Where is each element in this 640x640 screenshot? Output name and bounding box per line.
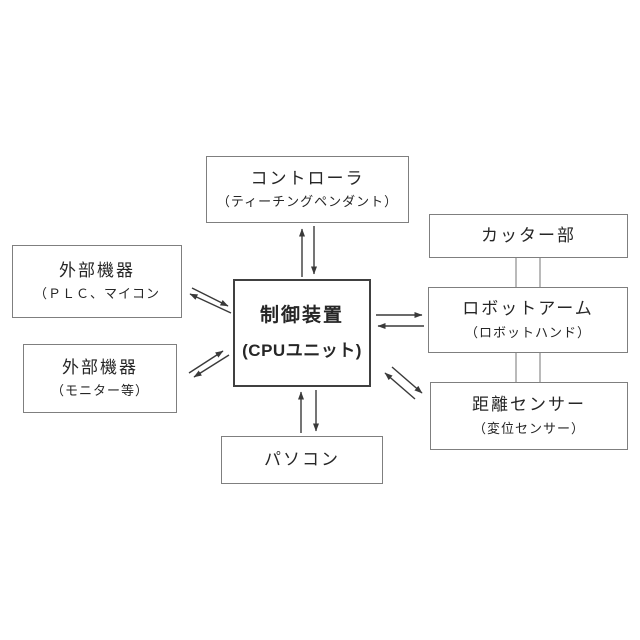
arrow-plc-to-cpu xyxy=(191,287,229,307)
cpu-unit-title: 制御装置 xyxy=(259,305,344,327)
arrow-monitor-to-cpu xyxy=(188,350,224,374)
distance-sensor-title: 距離センサー xyxy=(472,395,586,415)
robot-arm-subtitle: （ロボットハンド） xyxy=(464,324,591,340)
external-monitor-title: 外部機器 xyxy=(62,357,138,377)
external-monitor-box: 外部機器 （モニター等） xyxy=(23,344,177,413)
robot-arm-title: ロボットアーム xyxy=(462,299,594,319)
external-monitor-subtitle: （モニター等） xyxy=(50,383,149,399)
arrow-sensor-to-cpu xyxy=(384,372,416,400)
pc-box: パソコン xyxy=(221,436,383,484)
cutter-box: カッター部 xyxy=(429,214,628,258)
controller-subtitle: （ティーチングペンダント） xyxy=(216,194,399,210)
controller-box: コントローラ （ティーチングペンダント） xyxy=(206,156,409,223)
external-plc-subtitle: （ＰＬＣ、マイコン xyxy=(33,286,160,302)
robot-arm-box: ロボットアーム （ロボットハンド） xyxy=(428,287,628,353)
distance-sensor-box: 距離センサー （変位センサー） xyxy=(430,382,628,450)
cpu-unit-box: 制御装置 (CPUユニット) xyxy=(233,279,371,387)
external-plc-title: 外部機器 xyxy=(59,260,135,280)
external-plc-box: 外部機器 （ＰＬＣ、マイコン xyxy=(12,245,182,318)
arrow-cpu-to-monitor xyxy=(193,354,230,378)
distance-sensor-subtitle: （変位センサー） xyxy=(472,420,585,436)
cpu-unit-subtitle: (CPUユニット) xyxy=(242,341,362,361)
pc-title: パソコン xyxy=(264,450,340,470)
arrow-cpu-to-plc xyxy=(189,293,232,314)
arrow-cpu-to-sensor xyxy=(391,366,423,394)
cutter-title: カッター部 xyxy=(481,226,576,246)
controller-title: コントローラ xyxy=(250,168,365,188)
